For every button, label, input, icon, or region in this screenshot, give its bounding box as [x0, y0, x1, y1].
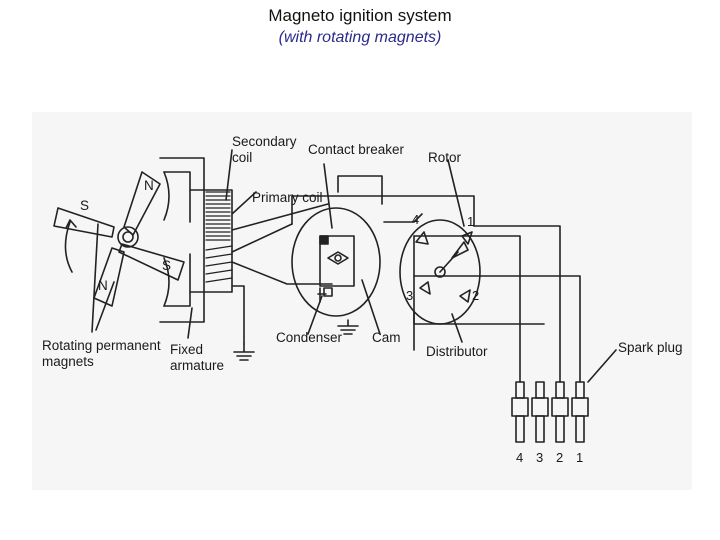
spark-plug-number-1: 1: [576, 450, 584, 465]
contact-breaker-assembly: [291, 207, 381, 317]
magnet-pole-n-bottom: N: [98, 278, 108, 293]
spark-plug-2: [551, 381, 569, 443]
spark-plug-number-2: 2: [556, 450, 564, 465]
label-fixed-armature: Fixed armature: [170, 342, 225, 373]
page-subtitle: (with rotating magnets): [278, 29, 442, 46]
label-secondary-coil: Secondary coil: [232, 134, 297, 165]
magnet-pole-s-right: S: [162, 258, 172, 273]
magnet-pole-n-top: N: [144, 178, 154, 193]
page-title: Magneto ignition system: [268, 6, 452, 25]
distributor: [399, 219, 481, 325]
spark-plug-1: [571, 381, 589, 443]
spark-plug-4: [511, 381, 529, 443]
magneto-diagram: N S S N Secondary coil Contact breaker R…: [32, 112, 692, 490]
diagram-drawing: [32, 112, 692, 490]
label-distributor: Distributor: [426, 344, 488, 359]
rotation-arrow: [64, 221, 73, 273]
rotating-magnet: [53, 171, 185, 307]
label-cam: Cam: [372, 330, 401, 345]
distributor-terminal-2: 2: [472, 288, 480, 303]
label-condenser: Condenser: [276, 330, 343, 345]
secondary-coil: [205, 191, 231, 241]
distributor-terminal-4: 4: [412, 212, 420, 227]
label-spark-plug: Spark plug: [618, 340, 683, 355]
spark-plug-3: [531, 381, 549, 443]
magnet-pole-s-left: S: [80, 198, 90, 213]
ground-symbol: [233, 343, 255, 361]
spark-plug-number-3: 3: [536, 450, 544, 465]
spark-plug-number-4: 4: [516, 450, 524, 465]
distributor-terminal-3: 3: [406, 288, 414, 303]
paper-background: [32, 112, 692, 490]
label-contact-breaker: Contact breaker: [308, 142, 405, 157]
fixed-armature: [159, 157, 233, 323]
cam: [327, 251, 349, 265]
primary-coil: [205, 245, 233, 283]
label-primary-coil: Primary coil: [252, 190, 323, 205]
label-rotating-permanent-magnets: Rotating permanent magnets: [42, 338, 161, 369]
ground-symbol: [337, 319, 359, 335]
label-rotor: Rotor: [428, 150, 462, 165]
distributor-terminal-1: 1: [467, 214, 475, 229]
